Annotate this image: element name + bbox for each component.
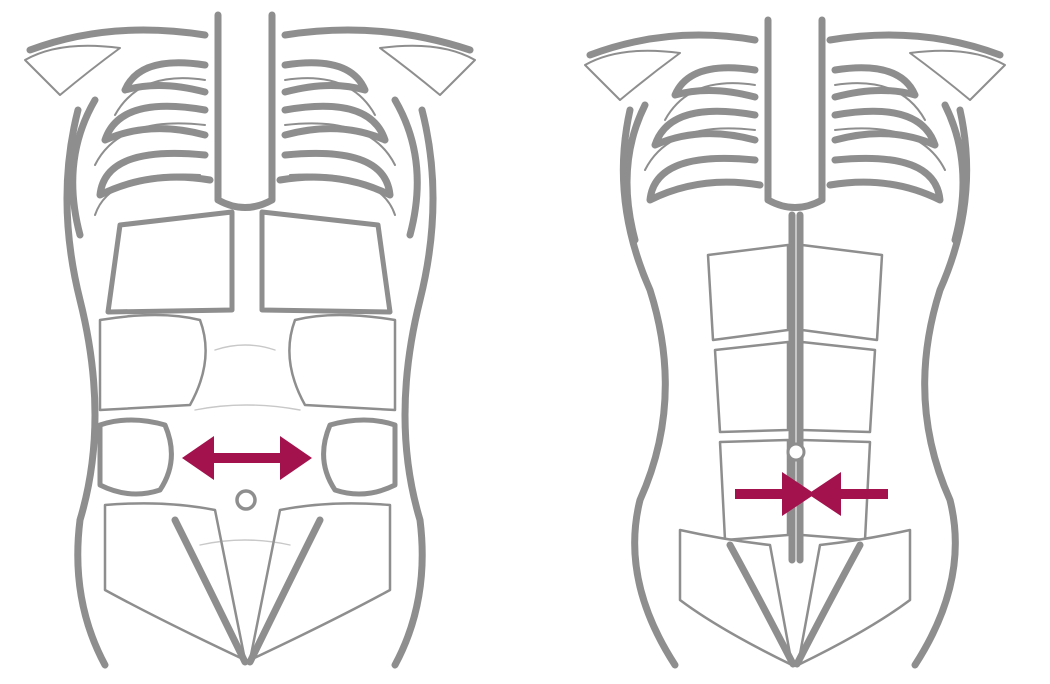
left-rib-1r <box>285 63 365 92</box>
torso-joined-abdominals <box>530 0 1050 684</box>
left-ab-low-r <box>324 420 395 494</box>
right-rib-3r <box>830 158 940 200</box>
left-arrow-head-left <box>182 436 214 480</box>
left-ab-mid-l <box>100 315 206 410</box>
right-rib-3l <box>650 158 760 200</box>
right-ab-mid-r <box>802 342 875 432</box>
left-ab-low-l <box>100 420 171 494</box>
left-faint-1 <box>215 345 275 350</box>
right-ab-mid-l <box>715 342 788 432</box>
left-arrow-head-right <box>280 436 312 480</box>
right-shoulder-left <box>585 51 680 100</box>
left-rib-1l <box>125 63 205 92</box>
left-clavicle-right <box>285 30 470 50</box>
left-ab-upper-l <box>108 212 232 312</box>
left-separation-arrow <box>182 436 312 480</box>
right-sternum <box>768 20 822 208</box>
right-torso-outline <box>585 20 1005 665</box>
torso-separated-abdominals <box>0 0 520 684</box>
left-navel <box>237 491 255 509</box>
right-ab-upper-l <box>708 245 788 340</box>
left-torso-outline <box>25 15 475 665</box>
right-navel <box>788 444 804 460</box>
right-ab-upper-r <box>802 245 882 340</box>
left-faint-2 <box>195 405 300 410</box>
left-shoulder-left <box>25 46 120 95</box>
left-sternum <box>218 15 272 208</box>
right-shoulder-right <box>910 51 1005 100</box>
right-rib-1r <box>835 68 915 97</box>
left-ab-mid-r <box>289 315 395 410</box>
left-shoulder-right <box>380 46 475 95</box>
left-ribcage-outer-r <box>395 100 417 235</box>
right-rib-1l <box>675 68 755 97</box>
left-ab-upper-r <box>262 212 390 312</box>
